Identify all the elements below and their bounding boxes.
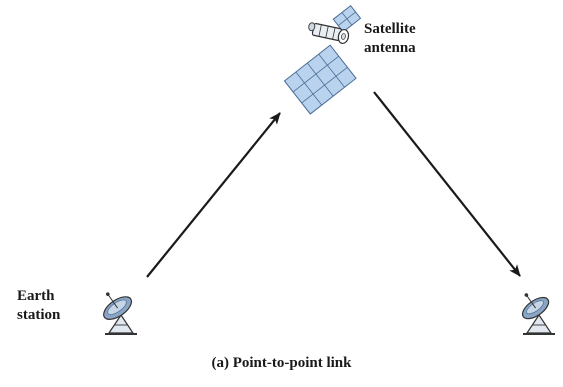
- right-earth-station-dish-icon: [521, 293, 555, 335]
- uplink-arrow: [146, 112, 281, 278]
- earth-station-label: Earth station: [17, 287, 60, 325]
- satellite-antenna-label: Satellite antenna: [364, 20, 416, 58]
- figure-caption: (a) Point-to-point link: [211, 355, 352, 371]
- earth-label-line-1: Earth: [17, 288, 55, 304]
- satellite-label-line-1: Satellite: [364, 21, 416, 37]
- earth-label-line-2: station: [17, 307, 61, 323]
- downlink-arrow: [373, 91, 521, 277]
- satellite-label-line-2: antenna: [364, 40, 416, 56]
- left-earth-station-dish-icon: [103, 292, 137, 335]
- satellite-icon: [283, 5, 362, 115]
